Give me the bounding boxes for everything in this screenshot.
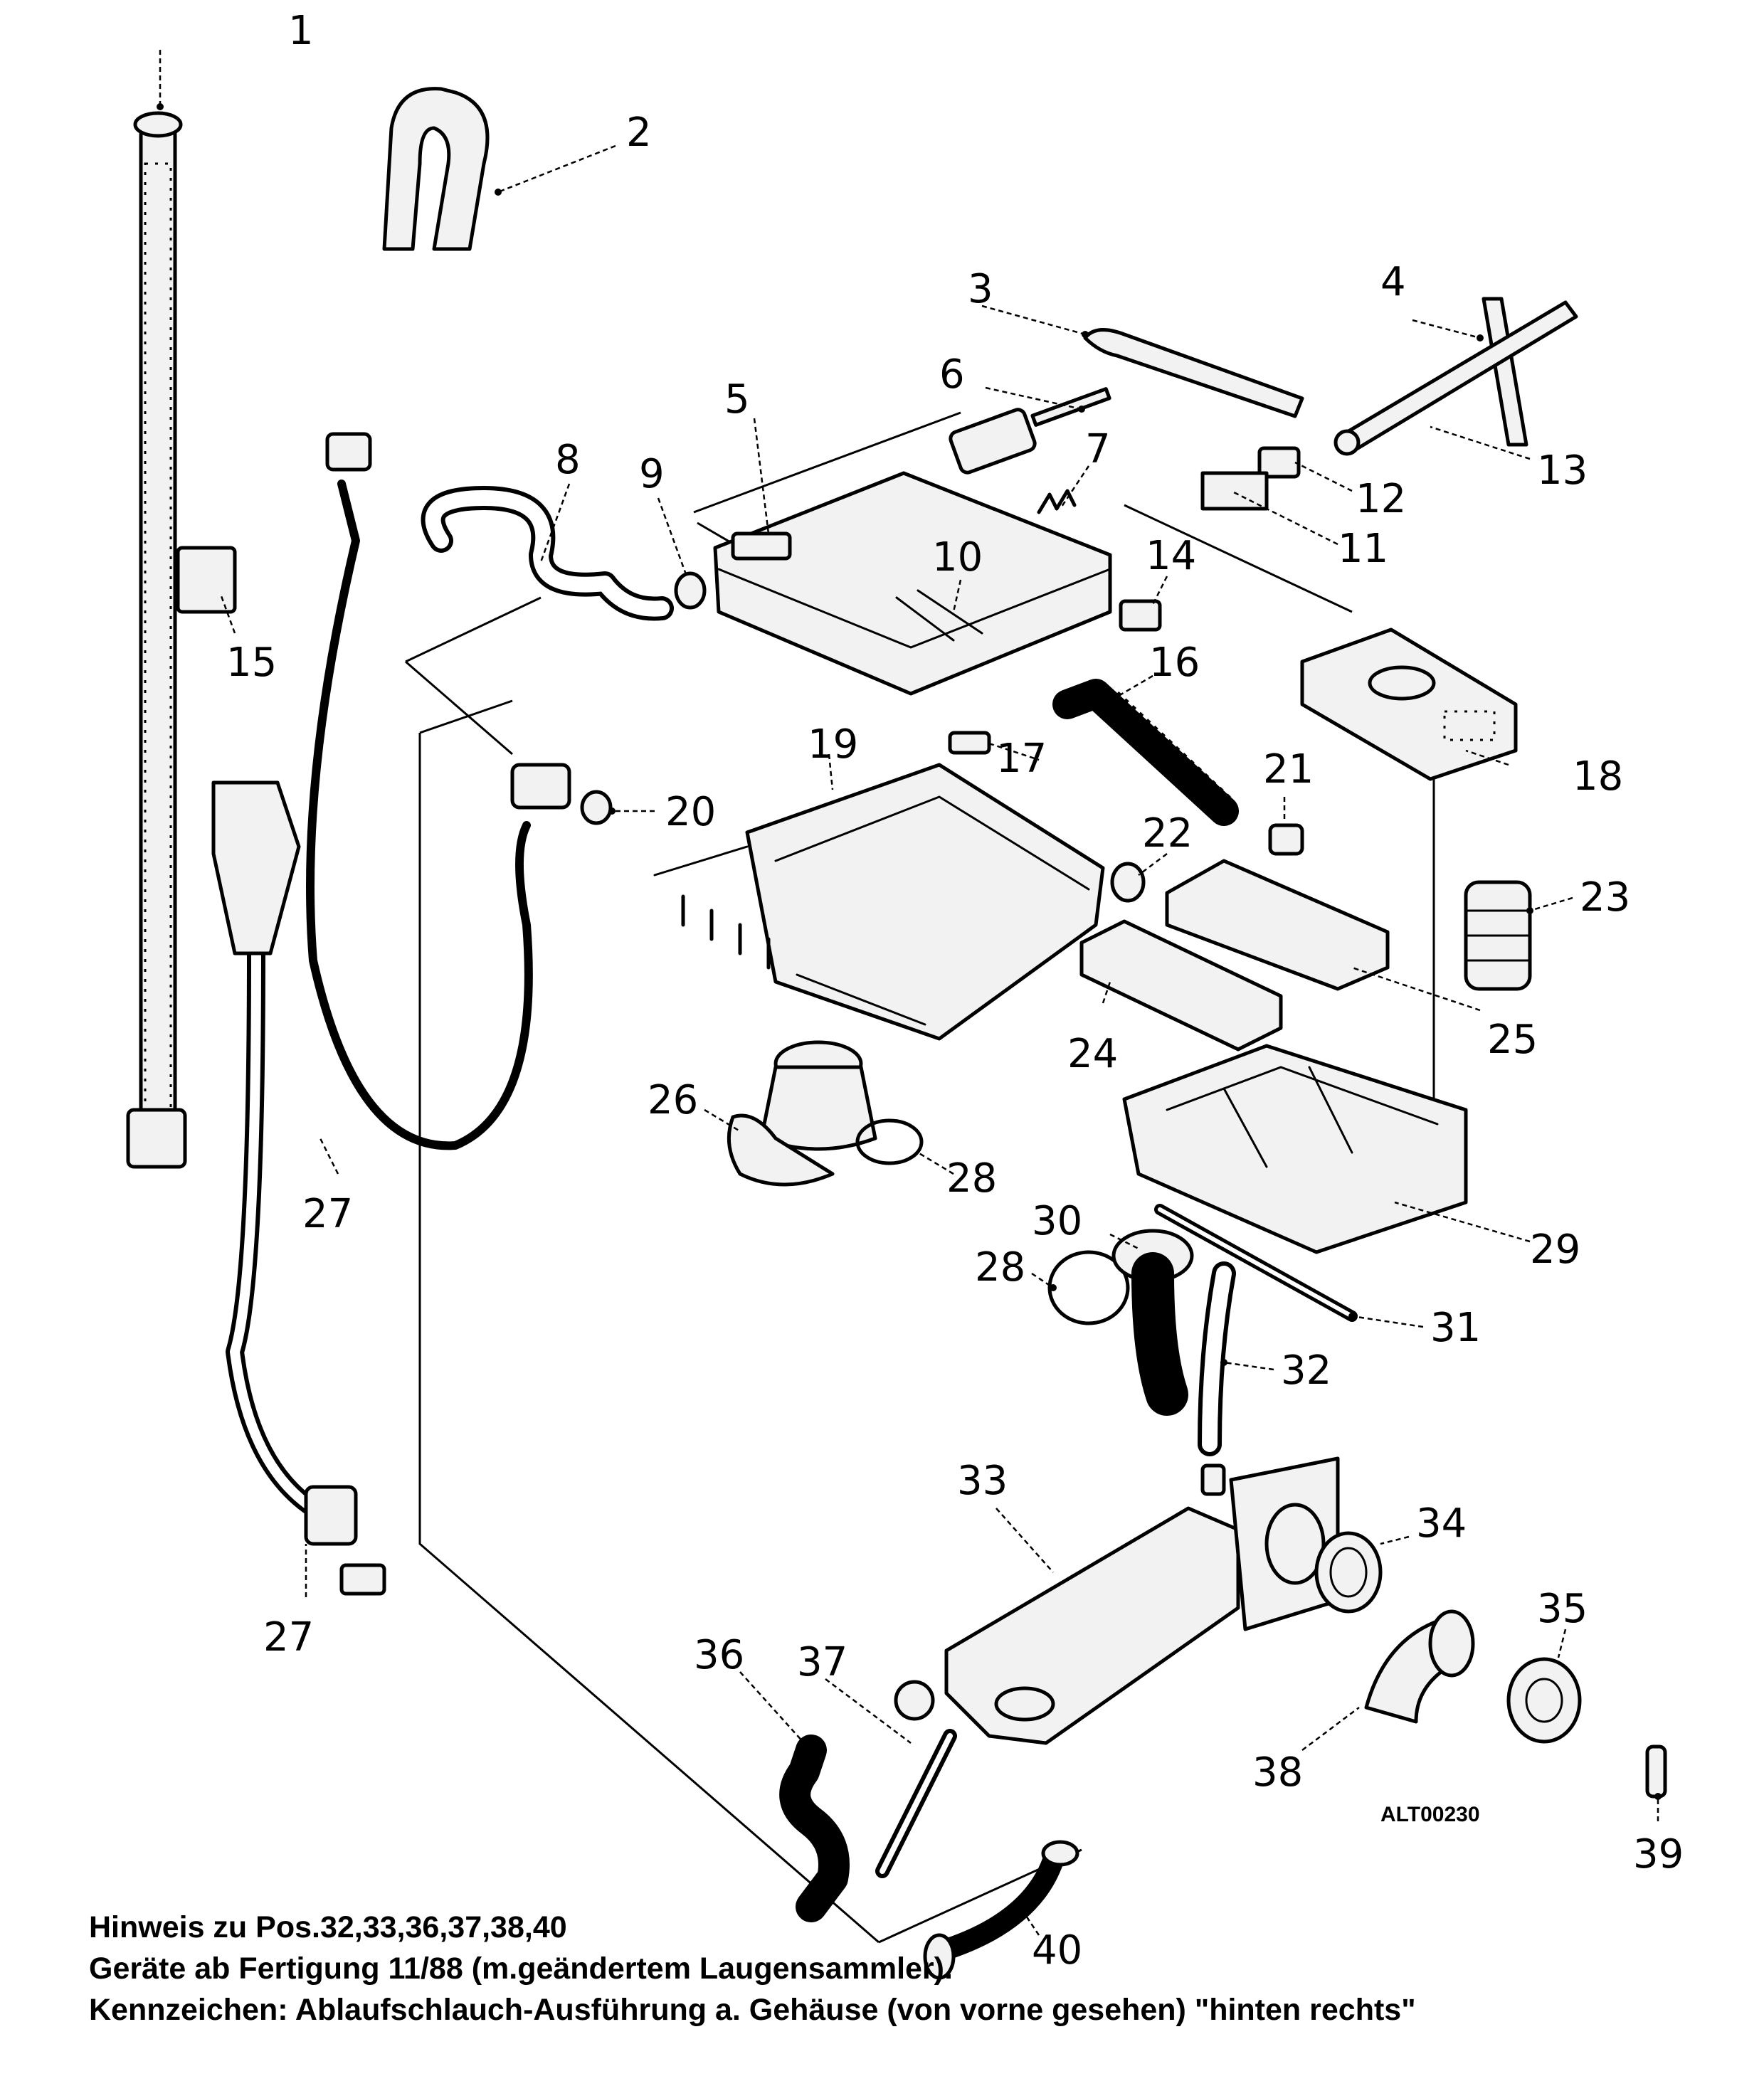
callout-2: 2 bbox=[626, 110, 652, 156]
callout-26: 26 bbox=[648, 1077, 698, 1123]
callout-39: 39 bbox=[1633, 1831, 1684, 1878]
part-20-seal bbox=[580, 790, 613, 825]
part-13-rod bbox=[1333, 300, 1578, 456]
part-34-seal-ring bbox=[1314, 1531, 1383, 1614]
part-40-drain-hose bbox=[923, 1840, 1079, 1980]
part-15-clamp bbox=[176, 546, 237, 614]
callout-37: 37 bbox=[797, 1639, 847, 1685]
part-35-filter-cap bbox=[1506, 1657, 1582, 1744]
callout-34: 34 bbox=[1416, 1500, 1467, 1547]
callout-12: 12 bbox=[1356, 476, 1406, 522]
callout-23: 23 bbox=[1580, 874, 1630, 921]
part-5-control-plate bbox=[713, 471, 1112, 696]
part-26-pump-housing bbox=[727, 1040, 877, 1187]
part-14-clip bbox=[1119, 599, 1162, 632]
part-1-inlet-hose bbox=[126, 111, 187, 1169]
callout-33: 33 bbox=[957, 1458, 1008, 1504]
note-line-2: Geräte ab Fertigung 11/88 (m.geändertem … bbox=[89, 1952, 953, 1986]
part-32-drain-hose bbox=[1198, 1261, 1236, 1456]
part-29-drawer bbox=[1122, 1044, 1468, 1254]
part-23-coupling bbox=[1464, 880, 1532, 991]
callout-40: 40 bbox=[1032, 1927, 1082, 1974]
part-25-compartment bbox=[1165, 859, 1390, 991]
part-27-inlet-hose-b bbox=[211, 780, 386, 1596]
callout-24: 24 bbox=[1067, 1031, 1118, 1077]
callout-31: 31 bbox=[1430, 1305, 1481, 1351]
callout-15: 15 bbox=[226, 640, 277, 686]
callout-11: 11 bbox=[1338, 526, 1388, 572]
part-19-drawer-housing bbox=[653, 763, 1105, 1041]
part-12-valve bbox=[1200, 446, 1301, 511]
callout-32: 32 bbox=[1281, 1347, 1331, 1394]
part-9-ring bbox=[674, 571, 707, 610]
part-30-elbow bbox=[1111, 1229, 1194, 1416]
callout-19: 19 bbox=[808, 721, 858, 768]
callout-labels: 1 2 3 4 5 6 7 8 9 10 11 12 13 14 15 16 1… bbox=[226, 8, 1684, 1974]
callout-35: 35 bbox=[1537, 1586, 1588, 1632]
part-36-hose bbox=[779, 1735, 850, 1922]
notes-block: Hinweis zu Pos.32,33,36,37,38,40 Geräte … bbox=[89, 1907, 1726, 2030]
part-21-nozzle bbox=[1268, 823, 1304, 856]
part-3-lever bbox=[1083, 328, 1304, 418]
note-line-3: Kennzeichen: Ablaufschlauch-Ausführung a… bbox=[89, 1993, 1416, 2027]
part-8-hose bbox=[421, 486, 674, 621]
part-4-handle bbox=[1482, 297, 1528, 447]
callout-14: 14 bbox=[1146, 533, 1196, 579]
callout-6: 6 bbox=[939, 351, 965, 398]
part-38-elbow bbox=[1364, 1609, 1475, 1724]
callout-30: 30 bbox=[1032, 1198, 1082, 1244]
callout-38: 38 bbox=[1252, 1749, 1303, 1796]
callout-dots bbox=[157, 103, 1662, 1800]
drawing-code: ALT00230 bbox=[1380, 1803, 1480, 1826]
callout-5: 5 bbox=[724, 376, 750, 423]
callout-29: 29 bbox=[1530, 1227, 1580, 1273]
callout-28b: 28 bbox=[975, 1244, 1025, 1291]
part-28-clamp-a bbox=[855, 1118, 924, 1165]
callout-13: 13 bbox=[1537, 448, 1588, 494]
callout-1: 1 bbox=[288, 8, 314, 54]
callout-3: 3 bbox=[968, 266, 993, 312]
part-16-bellows-hose bbox=[1052, 679, 1239, 826]
callout-7: 7 bbox=[1085, 426, 1111, 472]
callout-18: 18 bbox=[1573, 753, 1623, 800]
housing-frame bbox=[405, 411, 1435, 1944]
callout-4: 4 bbox=[1380, 259, 1406, 305]
callout-17: 17 bbox=[996, 736, 1047, 782]
part-27-inlet-hose-a bbox=[306, 432, 571, 1150]
part-37-tube bbox=[875, 1729, 957, 1878]
part-17-clip bbox=[948, 731, 991, 755]
part-24-compartment bbox=[1079, 919, 1283, 1052]
callout-21: 21 bbox=[1263, 746, 1314, 793]
callout-8: 8 bbox=[555, 437, 581, 483]
callout-9: 9 bbox=[639, 451, 665, 497]
callout-27a: 27 bbox=[302, 1191, 353, 1237]
callout-36: 36 bbox=[694, 1632, 744, 1678]
callout-25: 25 bbox=[1487, 1017, 1538, 1063]
part-18-detergent-cover bbox=[1300, 628, 1518, 781]
callout-28a: 28 bbox=[946, 1155, 997, 1202]
part-2-hose-bracket bbox=[382, 87, 490, 251]
part-31-rod bbox=[1154, 1204, 1358, 1322]
callout-10: 10 bbox=[932, 534, 983, 581]
callout-27b: 27 bbox=[263, 1614, 314, 1661]
leader-lines bbox=[159, 50, 1659, 1936]
callout-22: 22 bbox=[1142, 810, 1193, 857]
part-22-cap bbox=[1110, 862, 1146, 903]
callout-16: 16 bbox=[1149, 640, 1200, 686]
note-line-1: Hinweis zu Pos.32,33,36,37,38,40 bbox=[89, 1910, 567, 1944]
part-39-clip bbox=[1645, 1744, 1667, 1799]
callout-20: 20 bbox=[665, 789, 716, 835]
